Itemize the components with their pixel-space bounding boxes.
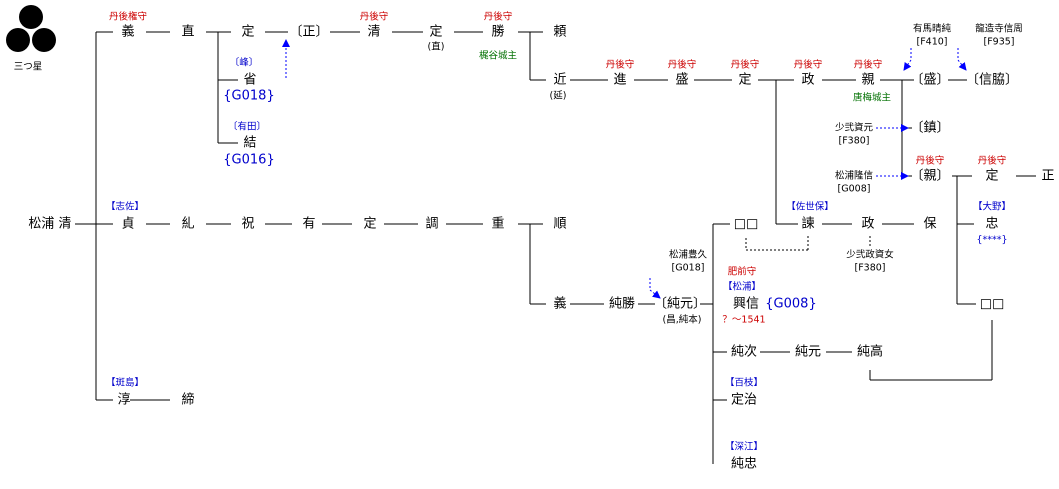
castle-label: 唐梅城主 — [852, 92, 892, 104]
branch-label: 【斑島】 — [105, 377, 145, 389]
person-node: 〔盛〕 — [910, 72, 950, 88]
title-label: 丹後守 — [483, 11, 513, 23]
reference-code: {G016} — [223, 152, 275, 168]
person-node: 純元 — [794, 344, 822, 360]
person-node: 定 — [429, 24, 443, 40]
person-node: 貞 — [121, 216, 135, 232]
person-node: 有 — [302, 216, 316, 232]
reference-code: {G008} — [765, 296, 817, 312]
unknown-person-node: □□ — [979, 296, 1005, 312]
reference-code: [G008] — [837, 183, 871, 195]
person-node: 糺 — [181, 216, 195, 232]
reference-code: [F935] — [983, 36, 1015, 48]
reference-person: 松浦豊久 — [668, 249, 708, 261]
person-node: 定 — [985, 168, 999, 184]
branch-label: 【深江】 — [724, 441, 764, 453]
alt-name-note: (直) — [427, 41, 445, 53]
person-node: 頼 — [553, 24, 567, 40]
reference-code: [F410] — [916, 36, 948, 48]
alt-name-note: (昌,純本) — [662, 314, 702, 326]
person-node: 調 — [425, 216, 439, 232]
person-node: 〔正〕 — [289, 24, 329, 40]
person-node: 興信 — [732, 296, 760, 312]
person-node: 義 — [121, 24, 135, 40]
person-node: 〔信脇〕 — [965, 72, 1019, 88]
title-label: 丹後守 — [605, 59, 635, 71]
reference-code: [G018] — [671, 262, 705, 274]
root-person: 松浦 清 — [28, 216, 72, 232]
person-node: 諫 — [801, 216, 815, 232]
person-node: 〔親〕 — [910, 168, 950, 184]
person-node: 定治 — [730, 392, 758, 408]
branch-label: 【志佐】 — [105, 201, 145, 213]
person-node: 順 — [553, 216, 567, 232]
reference-person: 松浦隆信 — [834, 170, 874, 182]
person-node: 純勝 — [608, 296, 636, 312]
title-label: 丹後守 — [730, 59, 760, 71]
person-node: 勝 — [491, 24, 505, 40]
reference-code: [F380] — [838, 135, 870, 147]
branch-label: 【大野】 — [972, 201, 1012, 213]
reference-person: 龍造寺信周 — [975, 23, 1023, 35]
person-node: 祝 — [241, 216, 255, 232]
title-label: 丹後守 — [667, 59, 697, 71]
reference-code: {G018} — [223, 88, 275, 104]
person-node: 定 — [363, 216, 377, 232]
person-node: 進 — [613, 72, 627, 88]
branch-label: 【佐世保】 — [786, 201, 834, 213]
person-node: 純次 — [730, 344, 758, 360]
unknown-person-node: □□ — [733, 216, 759, 232]
person-node: 純高 — [856, 344, 884, 360]
branch-label: 〔有田〕 — [227, 121, 267, 133]
title-label: 丹後権守 — [108, 11, 148, 23]
reference-person: 少弐政資女 — [846, 249, 894, 261]
crest-label: 三つ星 — [13, 61, 43, 73]
title-label: 丹後守 — [853, 59, 883, 71]
person-node: 純忠 — [730, 456, 758, 472]
branch-label: 〔峰〕 — [229, 57, 259, 69]
person-node: 正 — [1041, 168, 1055, 184]
castle-label: 梶谷城主 — [478, 50, 518, 62]
title-label: 丹後守 — [915, 155, 945, 167]
person-node: 〔鎮〕 — [910, 120, 950, 136]
person-node: 省 — [243, 72, 257, 88]
person-node: 重 — [491, 216, 505, 232]
person-node: 義 — [553, 296, 567, 312]
mitsuboshi-crest-icon — [6, 5, 56, 52]
branch-label: 【百枝】 — [724, 377, 764, 389]
branch-label: 【松浦】 — [722, 281, 762, 293]
title-label: 丹後守 — [793, 59, 823, 71]
person-node: 〔純元〕 — [653, 296, 707, 312]
person-node: 直 — [181, 24, 195, 40]
title-label: 丹後守 — [359, 11, 389, 23]
person-node: 淳 — [117, 392, 131, 408]
title-label: 丹後守 — [977, 155, 1007, 167]
reference-code: {****} — [976, 234, 1008, 246]
life-dates: ？～1541 — [722, 314, 766, 326]
alt-name-note: (延) — [549, 90, 567, 102]
person-node: 定 — [738, 72, 752, 88]
person-node: 結 — [243, 135, 257, 151]
person-node: 締 — [181, 392, 195, 408]
reference-code: [F380] — [854, 262, 886, 274]
person-node: 政 — [861, 216, 875, 232]
reference-person: 有馬晴純 — [912, 23, 952, 35]
reference-person: 少弐資元 — [834, 122, 874, 134]
person-node: 政 — [801, 72, 815, 88]
person-node: 親 — [861, 72, 875, 88]
title-label: 肥前守 — [727, 266, 757, 278]
person-node: 忠 — [985, 216, 999, 232]
person-node: 定 — [241, 24, 255, 40]
person-node: 盛 — [675, 72, 689, 88]
person-node: 保 — [923, 216, 937, 232]
person-node: 近 — [553, 72, 567, 88]
person-node: 清 — [367, 24, 381, 40]
